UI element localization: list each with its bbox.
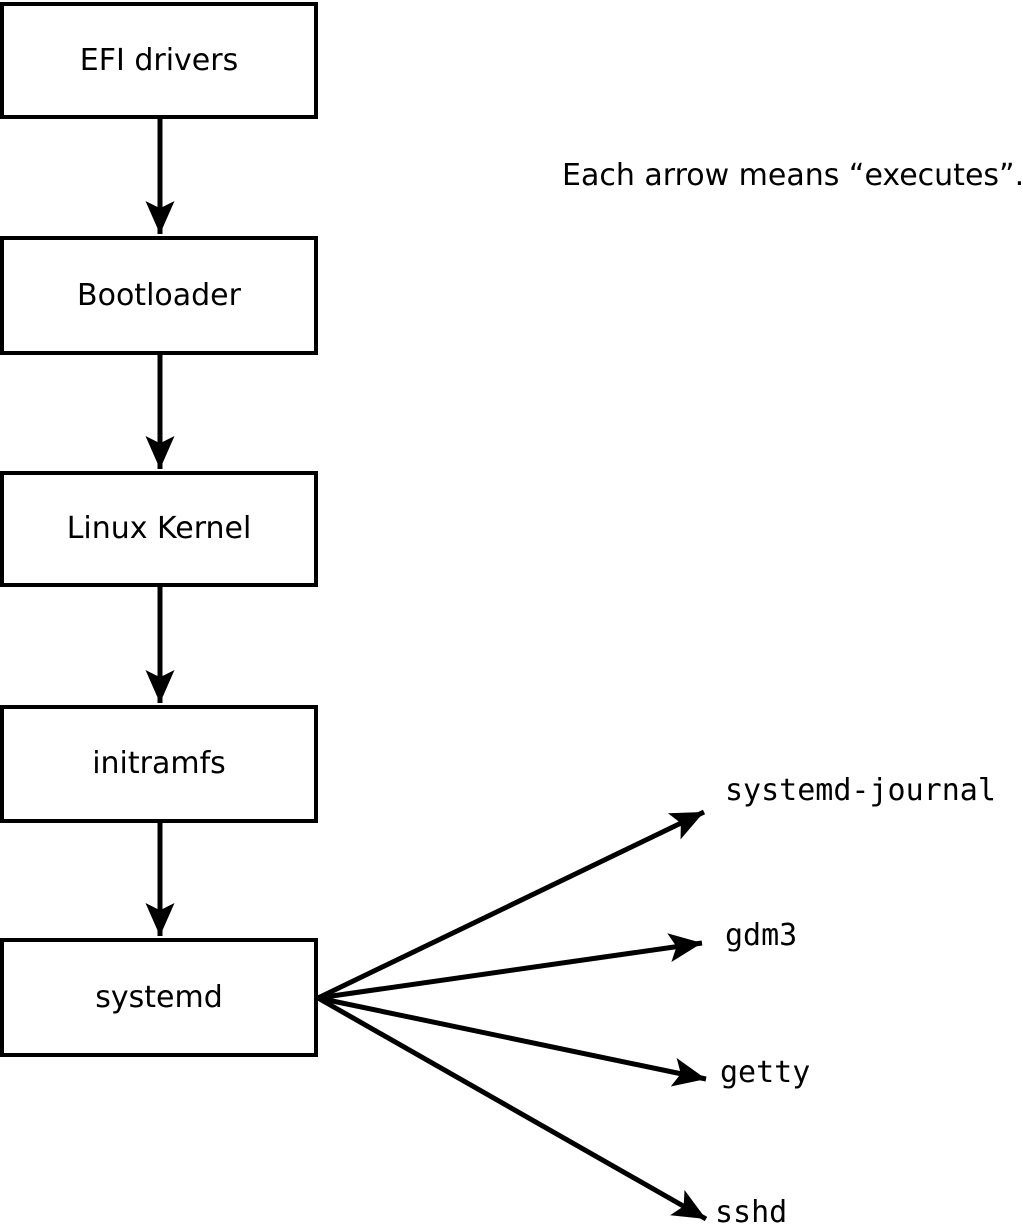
arrow-icon-systemd-to-sshd <box>316 995 708 1222</box>
arrow-icon-systemd-to-getty <box>317 995 707 1087</box>
label-getty: getty <box>720 1055 811 1090</box>
node-linux-kernel: Linux Kernel <box>0 471 318 587</box>
arrow-icon-systemd-to-gdm3 <box>317 933 703 1001</box>
node-systemd-label: systemd <box>95 979 223 1015</box>
node-efi-drivers: EFI drivers <box>0 2 318 119</box>
label-gdm3: gdm3 <box>725 918 798 953</box>
node-efi-drivers-label: EFI drivers <box>79 42 239 78</box>
node-bootloader-label: Bootloader <box>77 277 241 313</box>
label-systemd-journal: systemd-journal <box>725 773 996 808</box>
node-systemd: systemd <box>0 938 318 1057</box>
arrow-icon-systemd-to-journal <box>316 809 706 1001</box>
node-initramfs-label: initramfs <box>92 746 226 781</box>
note-arrow-meaning: Each arrow means “executes”. <box>562 158 1023 193</box>
node-initramfs: initramfs <box>0 705 318 823</box>
label-sshd: sshd <box>715 1195 788 1230</box>
node-bootloader: Bootloader <box>0 236 318 355</box>
node-linux-kernel-label: Linux Kernel <box>66 511 252 546</box>
